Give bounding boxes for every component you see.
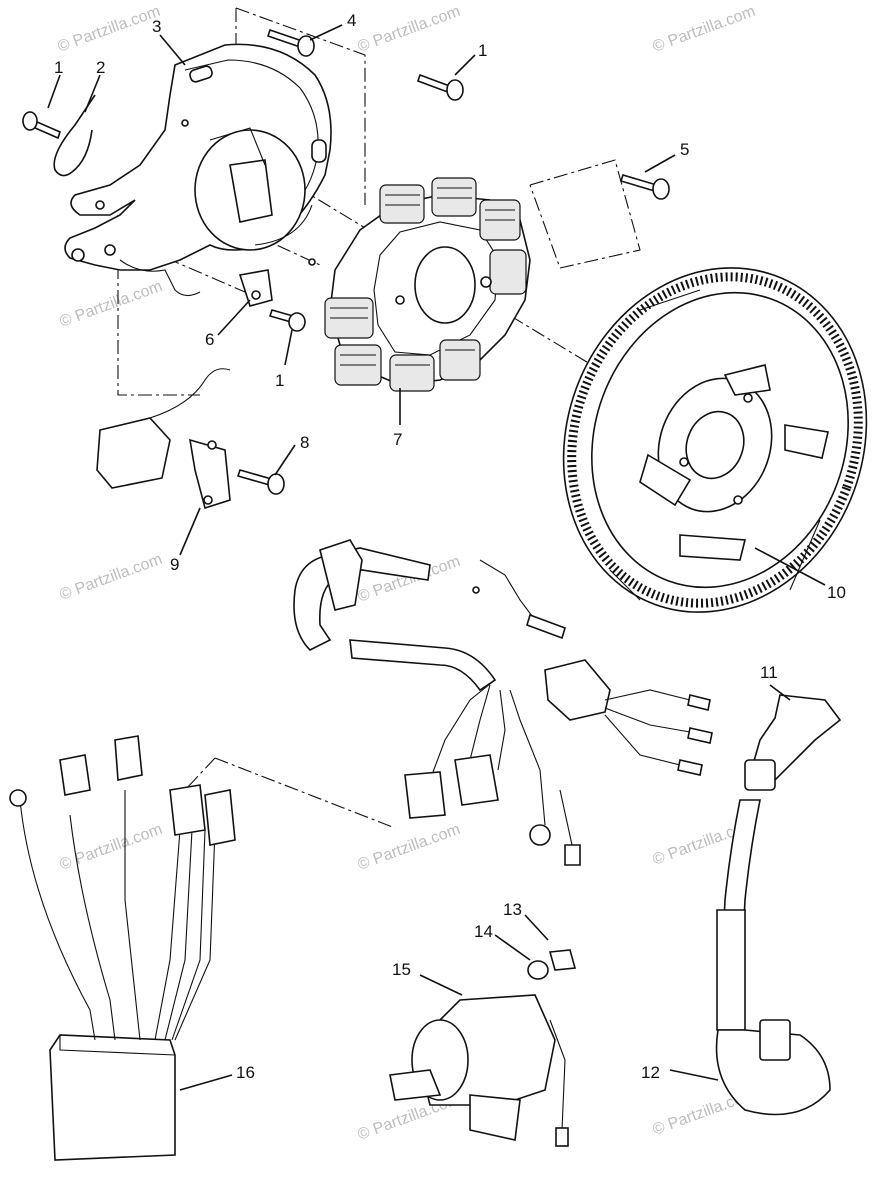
callout-8: 8 (300, 433, 309, 452)
watermark: © Partzilla.com (58, 278, 165, 331)
callout-5: 5 (680, 140, 689, 159)
watermark: © Partzilla.com (356, 3, 463, 56)
watermark: © Partzilla.com (58, 821, 165, 874)
bolt-1a (22, 111, 61, 140)
bolt-8 (236, 469, 285, 495)
flywheel (562, 267, 868, 613)
watermark: © Partzilla.com (56, 3, 163, 56)
callout-13: 13 (503, 900, 522, 919)
callout-1: 1 (478, 41, 487, 60)
callout-1: 1 (275, 371, 284, 390)
callout-16: 16 (236, 1063, 255, 1082)
bolts (22, 28, 670, 495)
callout-1: 1 (54, 58, 63, 77)
watermark: © Partzilla.com (58, 551, 165, 604)
stator (324, 177, 531, 392)
ignition-coil (715, 694, 842, 1116)
watermark: © Partzilla.com (356, 821, 463, 874)
callout-14: 14 (474, 922, 493, 941)
stator-plate (64, 43, 332, 297)
bolt-5 (619, 174, 670, 200)
callout-4: 4 (347, 11, 356, 30)
callout-12: 12 (641, 1063, 660, 1082)
callout-9: 9 (170, 555, 179, 574)
leader-lines (47, 24, 826, 1091)
wiring-harness (293, 539, 713, 866)
cdi-box (9, 735, 236, 1161)
callout-7: 7 (393, 430, 402, 449)
pickup-sensor (96, 368, 231, 510)
bolt-1c (268, 309, 306, 332)
solenoid (389, 949, 577, 1147)
callout-labels: 1 2 3 4 1 5 6 1 7 8 9 10 11 13 14 15 12 … (54, 11, 846, 1082)
callout-11: 11 (760, 663, 778, 682)
bolt-1b (416, 73, 464, 101)
callout-10: 10 (827, 583, 846, 602)
callout-3: 3 (152, 17, 161, 36)
callout-15: 15 (392, 960, 411, 979)
watermark: © Partzilla.com (651, 3, 758, 56)
wire-clip (53, 94, 96, 177)
callout-6: 6 (205, 330, 214, 349)
bracket (238, 269, 273, 307)
bolt-4 (266, 28, 315, 57)
callout-2: 2 (96, 58, 105, 77)
